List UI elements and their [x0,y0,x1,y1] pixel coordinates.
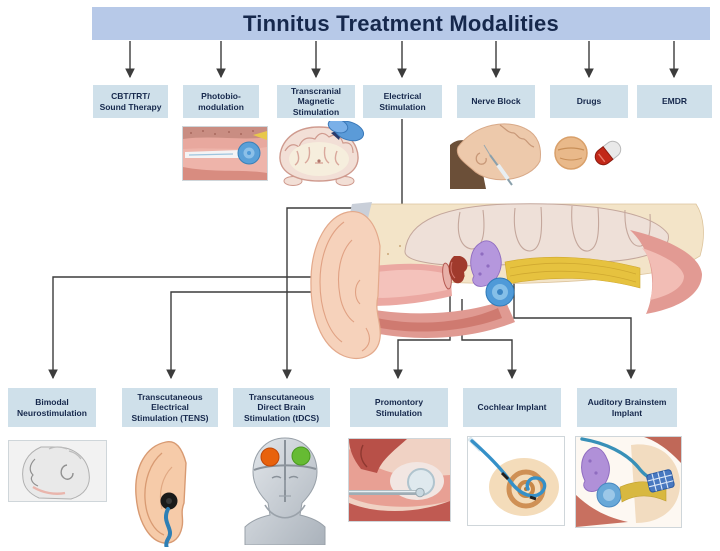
ear-anatomy-illustration [310,202,704,359]
semicircular-canals [470,240,502,287]
line-ear-to-tens [166,291,356,380]
box-drugs: Drugs [550,85,628,118]
brain-gyri [457,205,651,252]
tablet-pill-icon [554,136,588,170]
abi-implant-illustration [575,436,682,528]
box-transcranial-magnetic-stimulation: Transcranial Magnetic Stimulation [277,85,355,118]
line-brain-to-tdcs [282,207,357,380]
pinna [310,211,381,359]
line-nerve-to-abi [513,274,636,380]
cochlear-implant-illustration [467,436,565,526]
box-nerve-block: Nerve Block [457,85,535,118]
tdcs-head-illustration [244,437,326,545]
stimulation-probe [349,490,419,495]
diagram-title: Tinnitus Treatment Modalities [243,10,559,36]
box-auditory-brainstem-implant: Auditory Brainstem Implant [577,388,677,427]
anode-electrode [260,447,280,467]
box-electrical-stimulation: Electrical Stimulation [363,85,442,118]
box-cochlear-implant: Cochlear Implant [463,388,561,427]
box-cbt-trt-sound-therapy: CBT/TRT/ Sound Therapy [93,85,168,118]
brain-tms-coil-illustration [279,121,365,186]
drugs-pills-illustration [554,136,622,170]
tens-ear-illustration [135,441,187,547]
box-bimodal-neurostimulation: Bimodal Neurostimulation [8,388,96,427]
abi-semicircular-canals [581,446,610,492]
box-emdr: EMDR [637,85,712,118]
ear-canal-laser-illustration [182,126,268,181]
box-promontory-stimulation: Promontory Stimulation [350,388,448,427]
capsule-pill-icon [594,140,622,166]
cathode-electrode [291,446,311,466]
bimodal-face-illustration [8,440,107,502]
box-tens: Transcutaneous Electrical Stimulation (T… [122,388,218,427]
electrode-paddle [646,469,675,493]
box-photobiomodulation: Photobio- modulation [183,85,259,118]
box-tdcs: Transcutaneous Direct Brain Stimulation … [233,388,330,427]
nerve-block-injection-illustration [450,123,541,189]
auditory-nerve [504,256,641,289]
electrode-cable [164,507,172,547]
line-ear-to-bimodal [48,276,340,380]
diagram-title-banner: Tinnitus Treatment Modalities [92,7,710,40]
promontory-probe-illustration [348,438,451,522]
brain-region [404,203,669,267]
cochlear-electrode [470,439,547,498]
